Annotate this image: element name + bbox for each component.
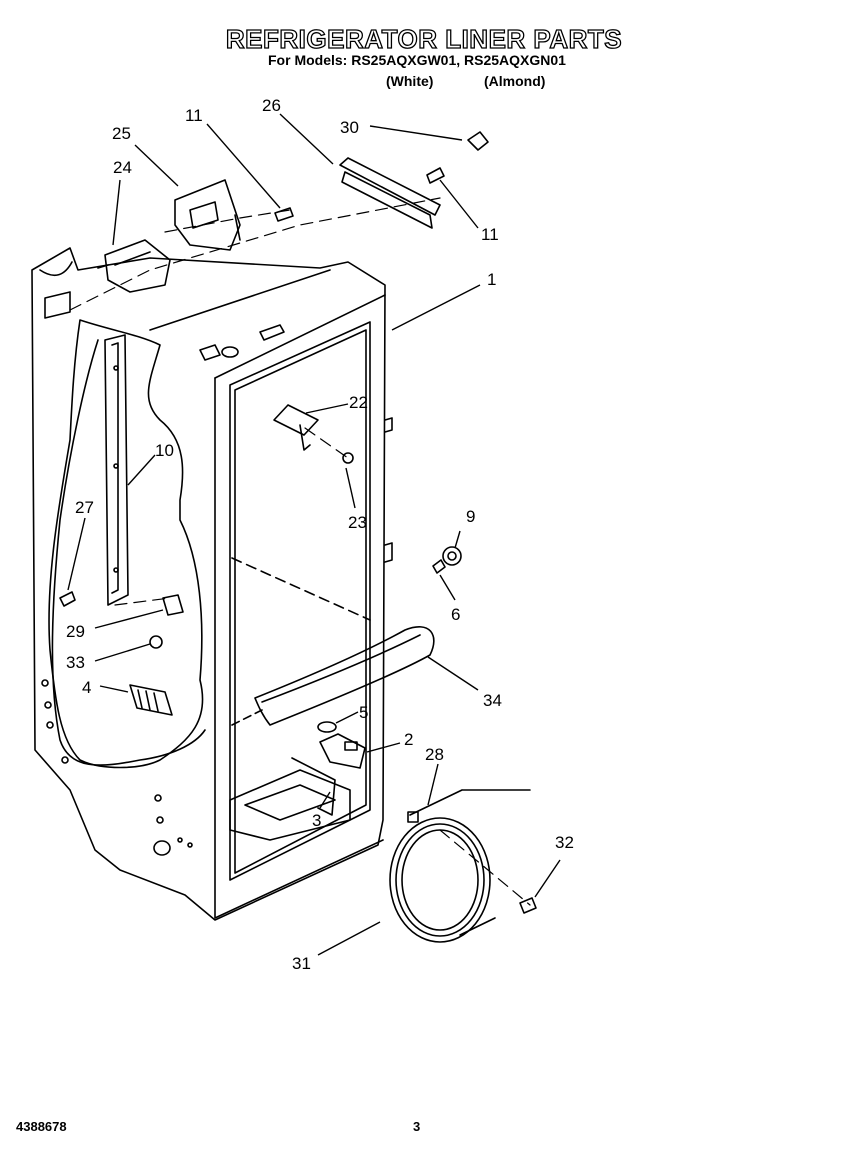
callout-34: 34: [483, 691, 502, 710]
part-9-bumper: [442, 546, 462, 566]
model-numbers: For Models: RS25AQXGW01, RS25AQXGN01: [268, 52, 566, 68]
part-5-grommet: [317, 721, 337, 733]
part-34-cover: [254, 626, 435, 726]
liner-front-frame: [214, 377, 384, 919]
part-3-bracket: [291, 757, 336, 816]
callout-26: 26: [262, 96, 281, 115]
callout-33: 33: [66, 653, 85, 672]
callout-29: 29: [66, 622, 85, 641]
screw-6: [432, 559, 446, 574]
callout-11-right: 11: [481, 225, 499, 244]
callout-24: 24: [113, 158, 132, 177]
screw-32: [519, 897, 537, 914]
page-number: 3: [413, 1119, 421, 1134]
part-31-coil: [389, 817, 491, 943]
part-26-rail: [339, 157, 441, 216]
part-28-strap: [409, 789, 531, 816]
callout-6: 6: [451, 605, 460, 624]
document-number: 4388678: [16, 1119, 67, 1134]
part-2-bracket: [319, 733, 366, 769]
screw-11-b: [426, 167, 445, 184]
callout-31: 31: [292, 954, 311, 973]
variant-white: (White): [386, 73, 434, 89]
variant-almond: (Almond): [484, 73, 546, 89]
page-title: REFRIGERATOR LINER PARTS: [225, 23, 623, 54]
callout-10: 10: [155, 441, 174, 460]
part-4-grille: [129, 684, 173, 716]
part-24-control: [104, 239, 171, 293]
callout-32: 32: [555, 833, 574, 852]
callout-1: 1: [487, 270, 496, 289]
part-33-bulb: [149, 635, 163, 649]
part-30-clip: [467, 131, 489, 151]
callout-11-top: 11: [185, 106, 203, 125]
liner-body: [31, 247, 386, 921]
part-10-channel: [104, 334, 129, 606]
part-25-housing: [174, 179, 241, 251]
callout-27: 27: [75, 498, 94, 517]
callout-23: 23: [348, 513, 367, 532]
screw-27: [59, 591, 76, 607]
part-22-bracket: [273, 404, 319, 436]
callout-25: 25: [112, 124, 131, 143]
callout-2: 2: [404, 730, 413, 749]
callout-5: 5: [359, 703, 368, 722]
screw-11-a: [274, 207, 294, 222]
callout-22: 22: [349, 393, 368, 412]
screw-23: [342, 452, 354, 464]
callout-9: 9: [466, 507, 475, 526]
callout-4: 4: [82, 678, 91, 697]
part-29-socket: [162, 594, 184, 616]
callout-30: 30: [340, 118, 359, 137]
callout-3: 3: [312, 811, 321, 830]
callout-28: 28: [425, 745, 444, 764]
